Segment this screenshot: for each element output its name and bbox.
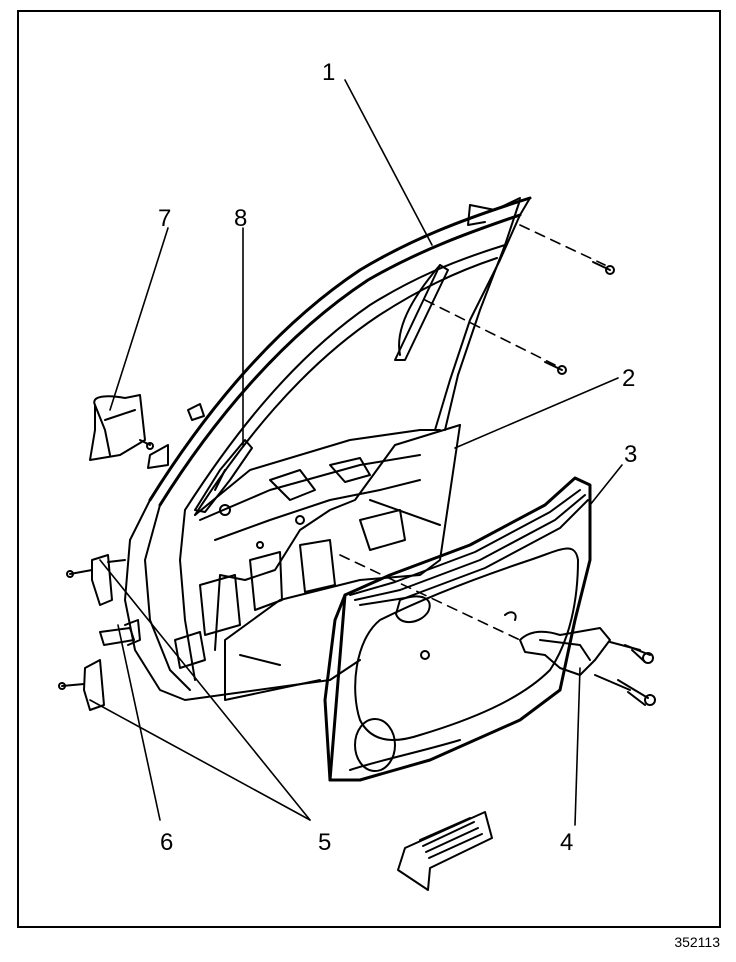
callout-3: 3 xyxy=(624,441,637,468)
hinge-upper-part xyxy=(66,554,126,606)
leader-lines xyxy=(89,79,623,826)
callout-5: 5 xyxy=(318,829,331,856)
callout-2: 2 xyxy=(622,365,635,392)
screws xyxy=(544,261,615,375)
pull-handle-bracket-part xyxy=(519,627,656,706)
door-trim-panel-part xyxy=(323,476,592,782)
callout-6: 6 xyxy=(160,829,173,856)
callout-8: 8 xyxy=(234,205,247,232)
callout-4: 4 xyxy=(560,829,573,856)
window-frame-part xyxy=(148,196,532,516)
water-deflector-part xyxy=(214,424,461,701)
callout-labels: 1 2 3 4 5 6 7 8 xyxy=(158,59,637,856)
callout-1: 1 xyxy=(322,59,335,86)
front-direction-arrow xyxy=(397,811,493,891)
diagram-frame xyxy=(17,10,721,928)
door-inner-panel xyxy=(124,429,441,701)
hinge-lower-part xyxy=(58,659,105,711)
window-channel-part xyxy=(194,439,253,513)
door-check-part xyxy=(99,619,141,646)
alignment-lines xyxy=(339,224,606,641)
mirror-part xyxy=(89,394,205,469)
callout-7: 7 xyxy=(158,205,171,232)
figure-number: 352113 xyxy=(674,934,720,950)
